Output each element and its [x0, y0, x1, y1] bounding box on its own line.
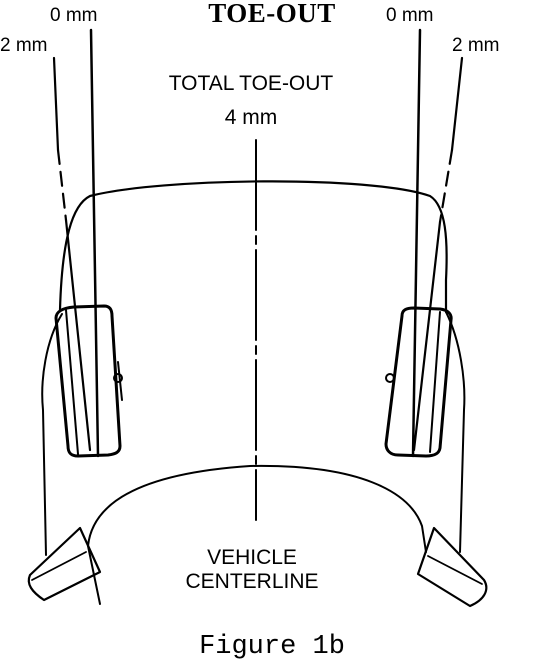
right-toe-line-dash: [438, 148, 454, 224]
left-zero-label: 0 mm: [50, 5, 98, 26]
right-toe-line: [450, 56, 464, 152]
total-toe-out-label: TOTAL TOE-OUT: [168, 72, 334, 95]
figure-caption: Figure 1b: [199, 632, 345, 662]
left-toe-line-lower: [64, 218, 92, 452]
right-tire: [384, 306, 453, 458]
right-toe-line-lower: [412, 220, 442, 452]
right-two-label: 2 mm: [452, 35, 500, 56]
centerline-label-line1: VEHICLE: [207, 546, 297, 569]
left-toe-line: [52, 56, 60, 152]
right-tire-tread: [429, 311, 441, 453]
total-toe-out-value: 4 mm: [224, 106, 278, 129]
left-mirror-edge: [31, 551, 87, 581]
left-two-label: 2 mm: [0, 35, 48, 56]
right-mirror-edge: [427, 555, 483, 585]
right-hub-marker: [385, 373, 395, 383]
right-zero-line: [411, 28, 422, 458]
left-tire: [54, 304, 122, 458]
left-hub-marker: [113, 373, 123, 383]
right-mirror: [416, 526, 488, 608]
engine-bay-arch: [87, 464, 427, 553]
diagram-title: TOE-OUT: [208, 0, 336, 28]
left-toe-line-dash: [56, 148, 68, 222]
left-zero-line: [89, 28, 100, 458]
centerline-label-line2: CENTERLINE: [185, 570, 319, 593]
right-zero-label: 0 mm: [386, 5, 434, 26]
left-tire-tread: [65, 309, 79, 455]
vehicle-body-outline: [58, 180, 448, 314]
left-mirror: [27, 526, 102, 602]
